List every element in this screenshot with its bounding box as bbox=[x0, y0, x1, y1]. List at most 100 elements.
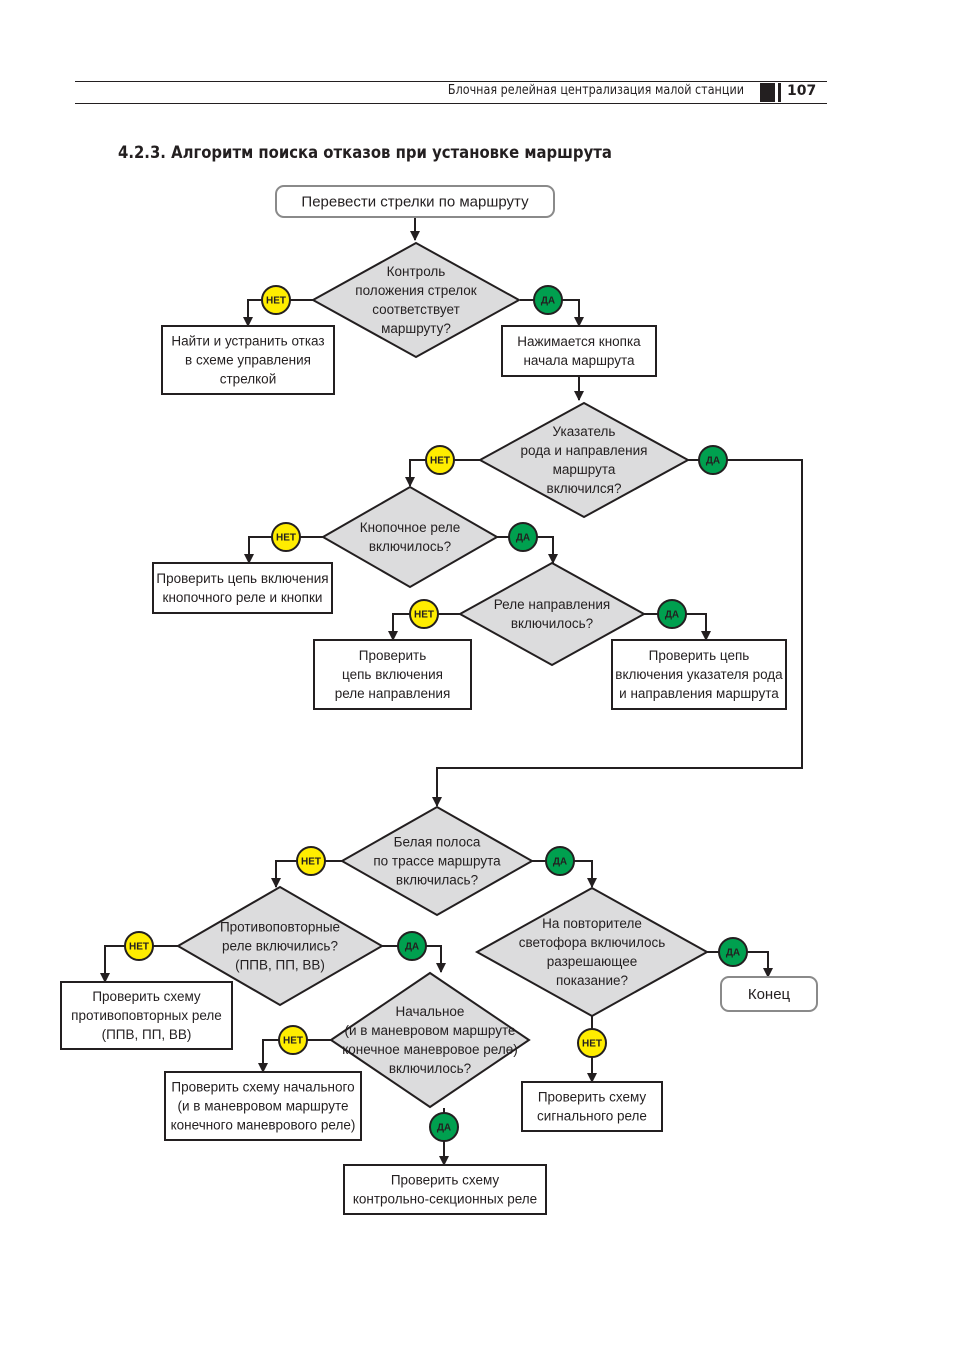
yes-badge: ДА bbox=[657, 599, 687, 629]
no-badge: НЕТ bbox=[261, 285, 291, 315]
yes-badge: ДА bbox=[533, 285, 563, 315]
no-badge-label: НЕТ bbox=[266, 296, 286, 307]
end-terminal: Конец bbox=[720, 976, 818, 1012]
decision-button-relay: Кнопочное реле включилось? bbox=[320, 485, 500, 589]
decision-direction-relay: Реле направления включилось? bbox=[457, 561, 647, 667]
decision-initial-relay: Начальное(и в маневровом маршрутеконечно… bbox=[329, 971, 531, 1109]
d_anti_repeat-text: Противоповторные bbox=[220, 920, 340, 935]
d_points-text: соответствует bbox=[372, 302, 460, 317]
d_direction_relay-text: включилось? bbox=[511, 616, 593, 631]
check_direction_circuit-text: Проверить bbox=[359, 648, 427, 663]
d_repeater-text: светофора включилось bbox=[519, 935, 666, 950]
check_anti_repeat-text: (ППВ, ПП, ВВ) bbox=[102, 1027, 192, 1042]
connector-line bbox=[258, 1039, 331, 1073]
yes-badge-label: ДА bbox=[665, 610, 679, 621]
d_button_relay-text: Кнопочное реле bbox=[360, 520, 461, 535]
yes-badge: ДА bbox=[698, 445, 728, 475]
no-badge-label: НЕТ bbox=[414, 610, 434, 621]
connector-line bbox=[432, 459, 803, 807]
yes-badge-label: ДА bbox=[726, 948, 740, 959]
yes-badge: ДА bbox=[508, 522, 538, 552]
no-badge: НЕТ bbox=[296, 846, 326, 876]
header-rule-top bbox=[75, 81, 827, 82]
check_button_circuit-text: Проверить цепь включения bbox=[156, 571, 328, 586]
fix_points-text: стрелкой bbox=[220, 372, 277, 387]
process-check-anti-repeat: Проверить схему противоповторных реле (ППВ… bbox=[60, 981, 233, 1050]
connector-line bbox=[405, 459, 480, 487]
check_indicator_circuit-text: Проверить цепь bbox=[649, 648, 750, 663]
no-badge-label: НЕТ bbox=[283, 1036, 303, 1047]
header-marker-bar bbox=[778, 83, 781, 102]
d_white_stripe-text: Белая полоса bbox=[394, 835, 481, 850]
d_indicator-text: Указатель bbox=[553, 424, 616, 439]
yes-badge-label: ДА bbox=[437, 1123, 451, 1134]
d_initial-text: включилось? bbox=[389, 1061, 471, 1076]
check_initial-text: конечного маневрового реле) bbox=[171, 1118, 356, 1133]
no-badge-label: НЕТ bbox=[129, 942, 149, 953]
fix_points-text: Найти и устранить отказ bbox=[171, 334, 324, 349]
process-check-signal-relay: Проверить схему сигнального реле bbox=[521, 1081, 663, 1132]
check_signal_relay-text: сигнального реле bbox=[537, 1109, 647, 1124]
check_anti_repeat-text: Проверить схему bbox=[92, 989, 201, 1004]
check_initial-text: Проверить схему начального bbox=[171, 1080, 354, 1095]
d_indicator-text: включился? bbox=[547, 481, 622, 496]
yes-badge: ДА bbox=[545, 846, 575, 876]
d_button_relay-text: включилось? bbox=[369, 539, 451, 554]
d_points-text: Контроль bbox=[387, 264, 446, 279]
fix_points-text: в схеме управления bbox=[185, 353, 311, 368]
no-badge: НЕТ bbox=[271, 522, 301, 552]
no-badge: НЕТ bbox=[278, 1025, 308, 1055]
no-badge: НЕТ bbox=[425, 445, 455, 475]
yes-badge-label: ДА bbox=[516, 533, 530, 544]
d_white_stripe-text: включилась? bbox=[396, 873, 478, 888]
decision-white-stripe: Белая полоса по трассе маршрута включилась… bbox=[339, 805, 535, 917]
running-title: Блочная релейная централизация малой ста… bbox=[447, 83, 744, 98]
section-title: 4.2.3. Алгоритм поиска отказов при устан… bbox=[118, 143, 612, 162]
no-badge: НЕТ bbox=[577, 1028, 607, 1058]
process-check-direction-circuit: Проверить цепь включения реле направления bbox=[313, 639, 472, 710]
yes-badge-label: ДА bbox=[405, 942, 419, 953]
d_points-text: маршруту? bbox=[381, 321, 451, 336]
check_direction_circuit-text: реле направления bbox=[335, 686, 451, 701]
connector-line bbox=[243, 299, 313, 327]
d_repeater-text: На повторителе bbox=[542, 916, 642, 931]
header-marker-block bbox=[760, 83, 775, 102]
d_anti_repeat-text: (ППВ, ПП, ВВ) bbox=[235, 958, 325, 973]
no-badge-label: НЕТ bbox=[301, 857, 321, 868]
yes-badge-label: ДА bbox=[541, 296, 555, 307]
check_section_relays-text: контрольно-секционных реле bbox=[353, 1192, 537, 1207]
start-text: Перевести стрелки по маршруту bbox=[301, 193, 529, 210]
d_initial-text: конечное маневровое реле) bbox=[342, 1042, 518, 1057]
d_direction_relay-text: Реле направления bbox=[494, 597, 610, 612]
no-badge: НЕТ bbox=[124, 931, 154, 961]
yes-badge-label: ДА bbox=[553, 857, 567, 868]
decision-points-position: Контроль положения стрелок соответствует ма… bbox=[310, 241, 522, 359]
no-badge-label: НЕТ bbox=[276, 533, 296, 544]
check_direction_circuit-text: цепь включения bbox=[342, 667, 443, 682]
d_anti_repeat-text: реле включились? bbox=[222, 939, 338, 954]
check_signal_relay-text: Проверить схему bbox=[538, 1090, 647, 1105]
yes-badge: ДА bbox=[429, 1112, 459, 1142]
check_anti_repeat-text: противоповторных реле bbox=[71, 1008, 222, 1023]
process-fix-points-control: Найти и устранить отказ в схеме управлени… bbox=[161, 325, 335, 395]
check_section_relays-text: Проверить схему bbox=[391, 1173, 500, 1188]
check_initial-text: (и в маневровом маршруте bbox=[178, 1099, 349, 1114]
d_repeater-text: показание? bbox=[556, 973, 628, 988]
yes-badge: ДА bbox=[718, 937, 748, 967]
d_white_stripe-text: по трассе маршрута bbox=[373, 854, 501, 869]
header-rule-bottom bbox=[75, 103, 827, 104]
d_points-text: положения стрелок bbox=[355, 283, 477, 298]
page-number: 107 bbox=[787, 83, 817, 99]
yes-badge-label: ДА bbox=[706, 456, 720, 467]
d_initial-text: (и в маневровом маршруте bbox=[345, 1023, 516, 1038]
end-text: Конец bbox=[748, 986, 791, 1003]
d_indicator-text: рода и направления bbox=[521, 443, 648, 458]
press_button-text: начала маршрута bbox=[523, 353, 635, 368]
